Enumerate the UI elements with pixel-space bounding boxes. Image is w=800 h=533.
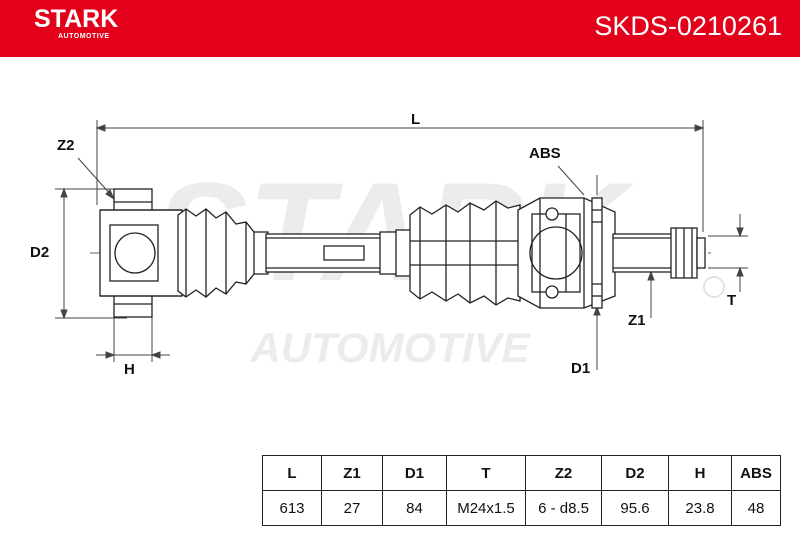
spec-value-abs: 48 (731, 490, 781, 526)
abs-ring (591, 197, 603, 309)
leader-z1 (647, 270, 655, 318)
dimension-label-t: T (727, 292, 737, 309)
spec-table-header-row: L Z1 D1 T Z2 D2 H ABS (262, 455, 781, 491)
spec-value-t: M24x1.5 (446, 490, 526, 526)
spec-header-z2: Z2 (525, 455, 602, 491)
dimension-label-z1: Z1 (628, 312, 646, 329)
dimension-l (95, 120, 705, 232)
leader-d1 (593, 305, 601, 370)
dimension-label-l: L (411, 111, 421, 128)
spec-header-h: H (668, 455, 732, 491)
dimension-label-d1: D1 (571, 360, 591, 377)
header-bar: STARK AUTOMOTIVE SKDS-0210261 (0, 0, 800, 57)
brand-logo-sub: AUTOMOTIVE (58, 33, 110, 40)
spec-header-z1: Z1 (321, 455, 383, 491)
spec-value-l: 613 (262, 490, 322, 526)
dimension-label-z2: Z2 (57, 137, 75, 154)
dimension-label-d2: D2 (30, 244, 50, 261)
spec-value-z2: 6 - d8.5 (525, 490, 602, 526)
spec-value-z1: 27 (321, 490, 383, 526)
leader-z2 (77, 157, 116, 201)
dimension-label-h: H (124, 361, 135, 378)
outer-cv-joint (517, 197, 616, 309)
spec-value-h: 23.8 (668, 490, 732, 526)
spec-header-t: T (446, 455, 526, 491)
leader-abs (557, 165, 598, 196)
spec-value-d1: 84 (382, 490, 447, 526)
spec-table-value-row: 613 27 84 M24x1.5 6 - d8.5 95.6 23.8 48 (262, 490, 781, 526)
drive-shaft-drawing: STARK AUTOMOTIVE (55, 120, 748, 371)
watermark-registered-icon (703, 276, 725, 298)
part-number: SKDS-0210261 (594, 11, 782, 41)
spec-header-abs: ABS (731, 455, 781, 491)
dimension-label-abs: ABS (529, 145, 561, 162)
inner-cv-joint (99, 188, 183, 318)
dimension-d2 (55, 187, 127, 320)
spec-header-d1: D1 (382, 455, 447, 491)
dimension-t (708, 214, 748, 292)
watermark-sub: AUTOMOTIVE (249, 324, 531, 371)
dimension-h (96, 315, 170, 362)
right-boot (395, 200, 521, 306)
shaft (265, 231, 399, 275)
spec-header-l: L (262, 455, 322, 491)
spec-value-d2: 95.6 (601, 490, 669, 526)
spec-table: L Z1 D1 T Z2 D2 H ABS 613 27 84 M24x1.5 … (262, 455, 781, 526)
stub-axle (612, 227, 706, 279)
brand-logo: STARK (34, 5, 119, 33)
spec-header-d2: D2 (601, 455, 669, 491)
